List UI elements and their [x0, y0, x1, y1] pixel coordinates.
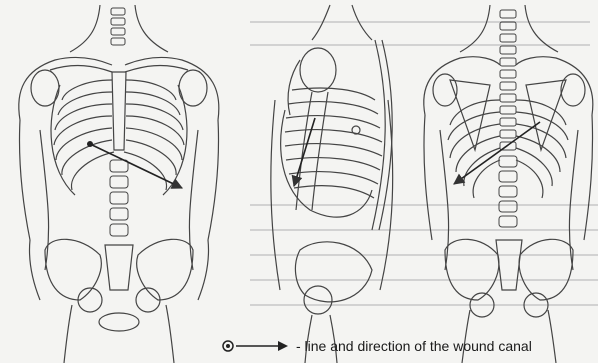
lateral-wound-canal — [294, 118, 315, 186]
anterior-wound-canal — [87, 141, 182, 188]
anterior-view — [19, 5, 219, 363]
legend: - line and direction of the wound canal — [220, 338, 532, 354]
wound-canal-arrow-icon — [220, 338, 290, 354]
legend-text: - line and direction of the wound canal — [296, 338, 532, 354]
posterior-view — [424, 5, 593, 363]
lateral-view — [271, 5, 393, 363]
